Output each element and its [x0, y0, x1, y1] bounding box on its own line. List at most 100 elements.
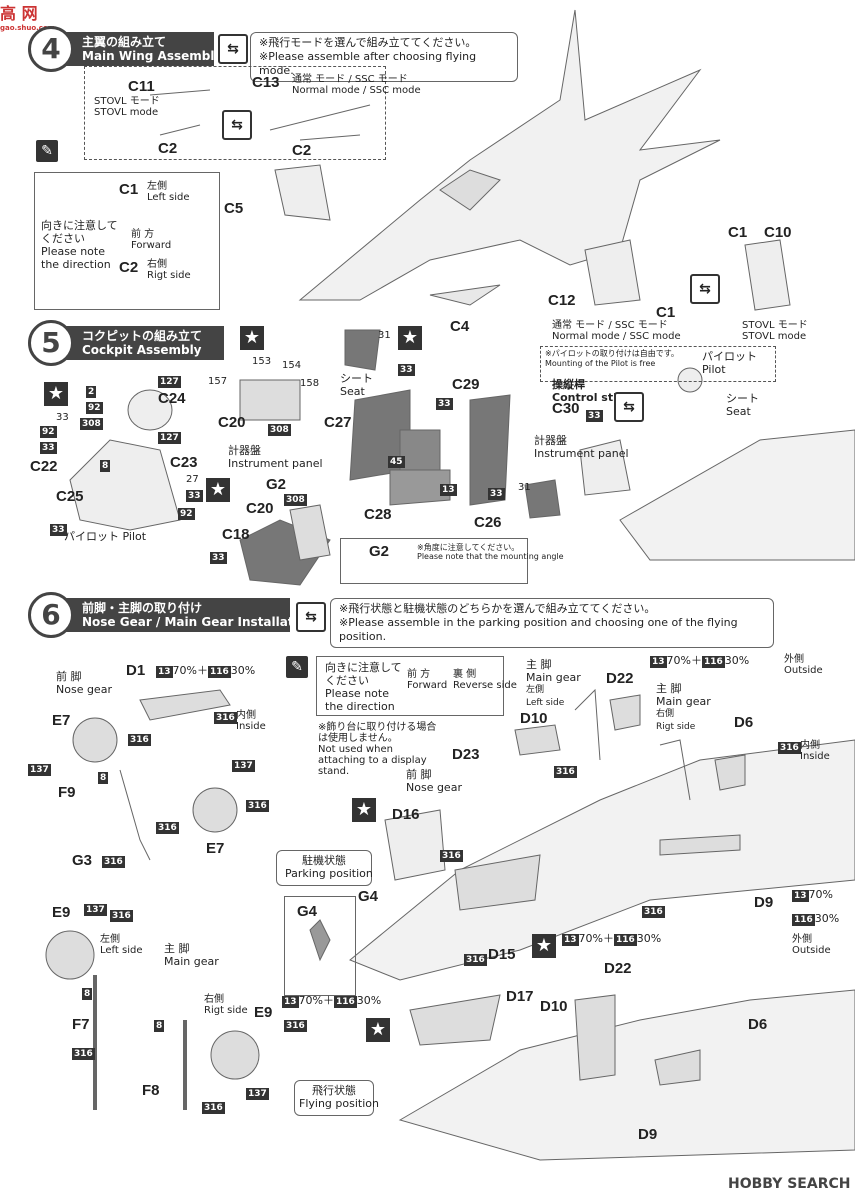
part-c27: C27 — [324, 414, 352, 431]
part-c13: C13 — [252, 74, 280, 91]
pilot-note: ※パイロットの取り付けは自由です。Mounting of the Pilot i… — [545, 349, 679, 368]
part-f9: F9 — [58, 784, 76, 801]
paint-tag: 33 — [398, 364, 415, 376]
part-c1: C1 — [728, 224, 748, 241]
step6-note-jp: ※飛行状態と駐機状態のどちらかを選んで組み立ててください。 — [339, 602, 656, 615]
paint-num: 31 — [518, 482, 531, 493]
step4-note: ※飛行モードを選んで組み立ててください。 ※Please assemble af… — [250, 32, 518, 82]
paint-tag: 316 — [554, 766, 577, 778]
gauge-num: 158 — [300, 378, 320, 389]
part-f7: F7 — [72, 1016, 90, 1033]
star-icon: ★ — [352, 798, 376, 822]
step6-note: ※飛行状態と駐機状態のどちらかを選んで組み立ててください。 ※Please as… — [330, 598, 774, 648]
paint-tag: 137 — [246, 1088, 269, 1100]
step5-title-en: Cockpit Assembly — [82, 343, 202, 357]
paint-tag: 308 — [268, 424, 291, 436]
step6-note-en: ※Please assemble in the parking position… — [339, 616, 738, 643]
step4-title-en: Main Wing Assembly — [82, 49, 223, 63]
pilot-label: パイロット Pilot — [64, 530, 147, 543]
mode-choice-icon: ⇆ — [222, 110, 252, 140]
part-c12: C12 — [548, 292, 576, 309]
step6-title-jp: 前脚・主脚の取り付け — [82, 601, 203, 615]
step5-header: 5 コクピットの組み立て Cockpit Assembly — [28, 320, 224, 366]
part-c10: C10 — [764, 224, 792, 241]
part-d22: D22 — [604, 960, 632, 977]
part-c5: C5 — [224, 200, 244, 217]
part-c26: C26 — [474, 514, 502, 531]
part-g4: G4 — [297, 903, 318, 920]
paint-tag: 127 — [158, 432, 181, 444]
paint-tag: 316 — [778, 742, 801, 754]
part-c20: C20 — [218, 414, 246, 431]
part-e9: E9 — [52, 904, 71, 921]
part-d10: D10 — [520, 710, 548, 727]
star-icon: ★ — [240, 326, 264, 350]
step4-option-box — [84, 66, 386, 160]
part-c24: C24 — [158, 390, 186, 407]
paint-tag: 33 — [40, 442, 57, 454]
paint-tag: 316 — [156, 822, 179, 834]
paint-tag: 33 — [586, 410, 603, 422]
watermark-sub: gao.shuo.com — [0, 24, 56, 32]
part-d15: D15 — [488, 946, 516, 963]
paint-tag: 8 — [82, 988, 93, 1000]
paint-tag: 127 — [158, 376, 181, 388]
paint-tag: 316 — [440, 850, 463, 862]
part-e7: E7 — [206, 840, 225, 857]
paint-tag: 137 — [28, 764, 51, 776]
star-icon: ★ — [44, 382, 68, 406]
paint-tag: 45 — [388, 456, 405, 468]
paint-tag: 92 — [178, 508, 195, 520]
paint-tag: 316 — [246, 800, 269, 812]
display-stand-note: ※飾り台に取り付ける場合は使用しません。Not used when attach… — [318, 722, 437, 777]
part-d9: D9 — [754, 894, 774, 911]
part-c23: C23 — [170, 454, 198, 471]
paint-tag: 316 — [214, 712, 237, 724]
watermark-text: 高 网 — [0, 4, 38, 23]
paint-tag: 33 — [488, 488, 505, 500]
paint-tag: 8 — [98, 772, 109, 784]
part-c28: C28 — [364, 506, 392, 523]
step6-number: 6 — [28, 592, 74, 638]
part-c22: C22 — [30, 458, 58, 475]
gauge-num: 157 — [208, 376, 228, 387]
paint-tag: 33 — [186, 490, 203, 502]
part-c1: C1 — [119, 181, 139, 198]
angle-note: ※角度に注意してください。Please note that the mounti… — [417, 543, 564, 561]
g4-box: G4 — [284, 896, 356, 996]
part-d9: D9 — [638, 1126, 658, 1143]
step5-number: 5 — [28, 320, 74, 366]
part-d22: D22 — [606, 670, 634, 687]
paint-tag: 92 — [40, 426, 57, 438]
part-d23: D23 — [452, 746, 480, 763]
watermark-logo: 高 网 gao.shuo.com — [0, 0, 55, 32]
part-c25: C25 — [56, 488, 84, 505]
part-e9: E9 — [254, 1004, 273, 1021]
part-g4: G4 — [358, 888, 379, 905]
part-c30: C30 — [552, 400, 580, 417]
